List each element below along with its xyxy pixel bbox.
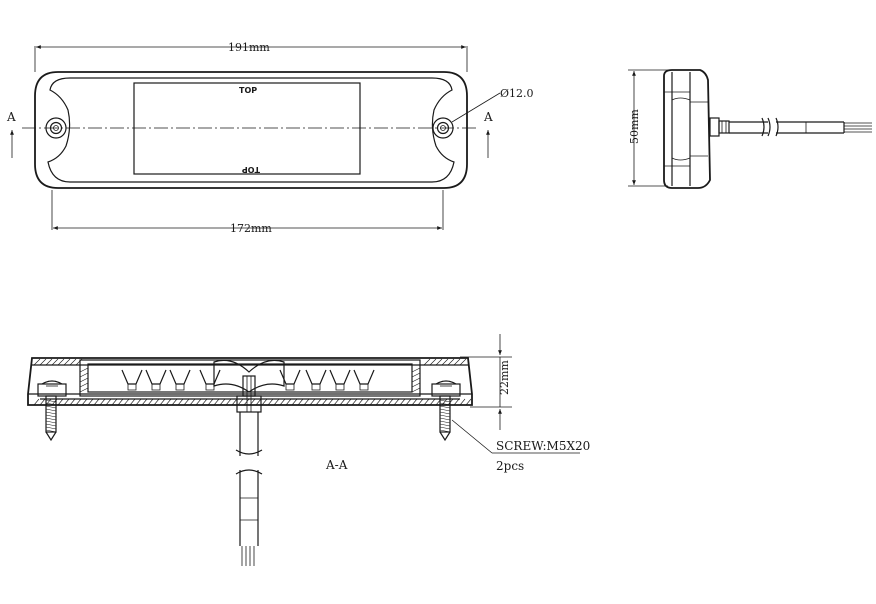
section-marker-right: A <box>483 110 493 124</box>
lamp-body-outline <box>34 71 468 189</box>
screw-spec: SCREW:M5X20 <box>496 439 590 453</box>
side-cable <box>729 117 771 137</box>
front-view: 191mm TOP TOP A A Ø12.0 <box>6 41 534 235</box>
dim-overall-width: 191mm <box>228 41 270 54</box>
screw-qty: 2pcs <box>496 459 524 473</box>
top-label-upper: TOP <box>239 86 257 95</box>
section-title: A-A <box>325 458 348 472</box>
dim-hole-spacing: 172mm <box>230 222 272 235</box>
top-label-lower: TOP <box>242 165 260 174</box>
side-view: 50mm <box>628 69 872 189</box>
center-connector <box>236 375 262 413</box>
screw-left <box>45 395 57 442</box>
section-marker-left: A <box>6 110 16 124</box>
cable-gland <box>709 117 720 137</box>
dim-section-depth: 22mm <box>498 360 511 395</box>
dim-side-height: 50mm <box>628 109 641 144</box>
section-view: 22mm <box>27 334 590 566</box>
side-body <box>663 69 711 189</box>
section-hatching <box>33 358 472 406</box>
cable-wires <box>844 122 872 133</box>
section-cable-wires <box>241 546 255 566</box>
led-reflectors <box>121 359 375 393</box>
section-cable <box>235 412 263 456</box>
dim-hole-diameter: Ø12.0 <box>500 87 534 100</box>
screw-right <box>439 395 451 442</box>
lamp-body-inner-contour <box>47 77 455 183</box>
lens-window <box>133 82 361 175</box>
